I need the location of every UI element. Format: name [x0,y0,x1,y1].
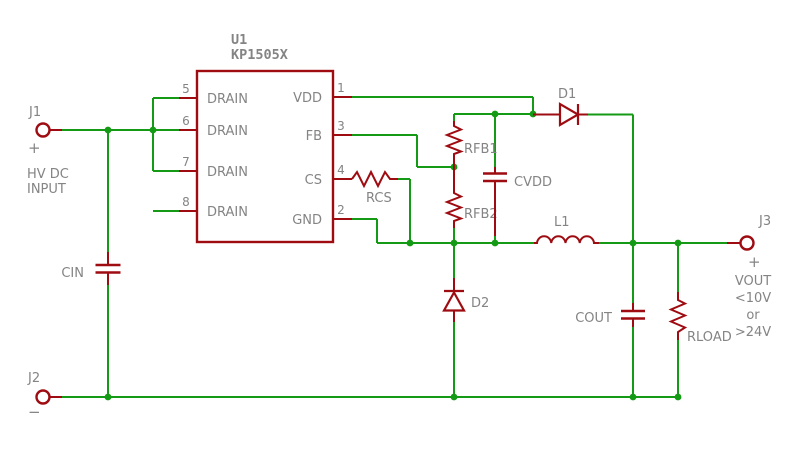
ic-body [195,69,335,244]
j3-refdes: J3 [758,214,771,229]
j3-label-line2: <10V [735,291,771,306]
d2-refdes: D2 [471,296,489,311]
d1-refdes: D1 [558,87,576,102]
j2-polarity: − [28,403,41,421]
ic-refdes: U1 [231,32,247,48]
l1-coil [534,235,599,244]
j1-terminal-circle [35,122,51,138]
pin-number: 4 [337,163,345,177]
wire-fb-net [352,134,451,168]
pin-name: DRAIN [207,124,248,139]
junction-dot [104,393,112,401]
capacitor-cout: COUT [575,303,645,327]
pin-name: DRAIN [207,205,248,220]
junction-dot [629,393,637,401]
pin-number: 5 [182,82,190,96]
l1-refdes: L1 [554,215,570,230]
pin-number: 8 [182,195,190,209]
d2-triangle [442,290,466,312]
junction-dot [491,239,499,247]
pin-number: 6 [182,114,190,128]
ic-part-number: KP1505X [231,47,288,63]
wire-switch-net [352,218,534,278]
wire-cs-net [398,178,411,243]
junction-dots [104,110,682,401]
j1-label-line2: INPUT [27,182,66,197]
pin-number: 7 [182,155,190,169]
pin-name: GND [292,213,322,228]
wire-output-net [599,242,727,397]
rfb2-refdes: RFB2 [464,207,498,222]
j3-terminal-circle [739,235,755,251]
wire-hv-input-net [62,97,179,252]
j2-refdes: J2 [27,371,40,386]
rfb1-zigzag [444,121,464,167]
capacitor-cin: CIN [61,252,121,285]
capacitor-cvdd: CVDD [483,167,552,236]
inductor-l1: L1 [534,215,599,244]
connector-j1: J1 + HV DC INPUT [27,105,69,197]
junction-dot [450,393,458,401]
rload-refdes: RLOAD [687,330,732,345]
junction-dot [491,110,499,118]
resistor-rfb2: RFB2 [444,167,498,228]
junction-dot [149,126,157,134]
pin-number: 2 [337,203,345,217]
cout-refdes: COUT [575,311,612,326]
rfb2-zigzag [444,167,464,228]
pin-number: 1 [337,81,345,95]
junction-dot [104,126,112,134]
pin-name: DRAIN [207,165,248,180]
connector-j3: J3 + VOUT <10V or >24V [727,214,771,340]
j1-polarity: + [28,139,41,157]
j3-label-line4: >24V [735,325,771,340]
diode-d2: D2 [442,278,489,322]
connector-j2: J2 − [27,371,62,421]
pin-name: DRAIN [207,92,248,107]
cout-plates [621,309,645,320]
junction-dot [674,239,682,247]
rcs-refdes: RCS [366,191,392,206]
wires [62,96,727,398]
resistor-rfb1: RFB1 [444,121,498,167]
j3-polarity: + [748,253,761,271]
rload-zigzag [668,292,688,340]
ic-u1-symbol: U1 KP1505X 5 6 7 8 DRAIN DRAIN DRAIN DRA… [179,32,352,244]
ic-pin-stubs [179,96,352,220]
j2-terminal-circle [35,389,51,405]
rcs-zigzag [351,169,398,189]
wire-return-net [62,285,678,398]
j1-label-line1: HV DC [27,167,69,182]
junction-dot [674,393,682,401]
pin-name: VDD [293,91,322,106]
cvdd-plates [483,172,507,183]
j3-label-line1: VOUT [735,274,771,289]
pin-name: FB [306,129,322,144]
cin-plates [95,263,121,274]
d1-triangle [558,102,581,127]
junction-dot [629,239,637,247]
junction-dot [450,239,458,247]
pin-number: 3 [337,119,345,133]
j3-label-line3: or [746,308,760,323]
junction-dot [406,239,414,247]
resistor-rcs: RCS [351,169,398,206]
j1-refdes: J1 [28,105,41,120]
cvdd-refdes: CVDD [514,175,552,190]
rfb1-refdes: RFB1 [464,142,498,157]
diode-d1: D1 [533,87,588,127]
resistor-rload: RLOAD [668,292,732,345]
cin-refdes: CIN [61,266,84,281]
pin-name: CS [305,173,322,188]
